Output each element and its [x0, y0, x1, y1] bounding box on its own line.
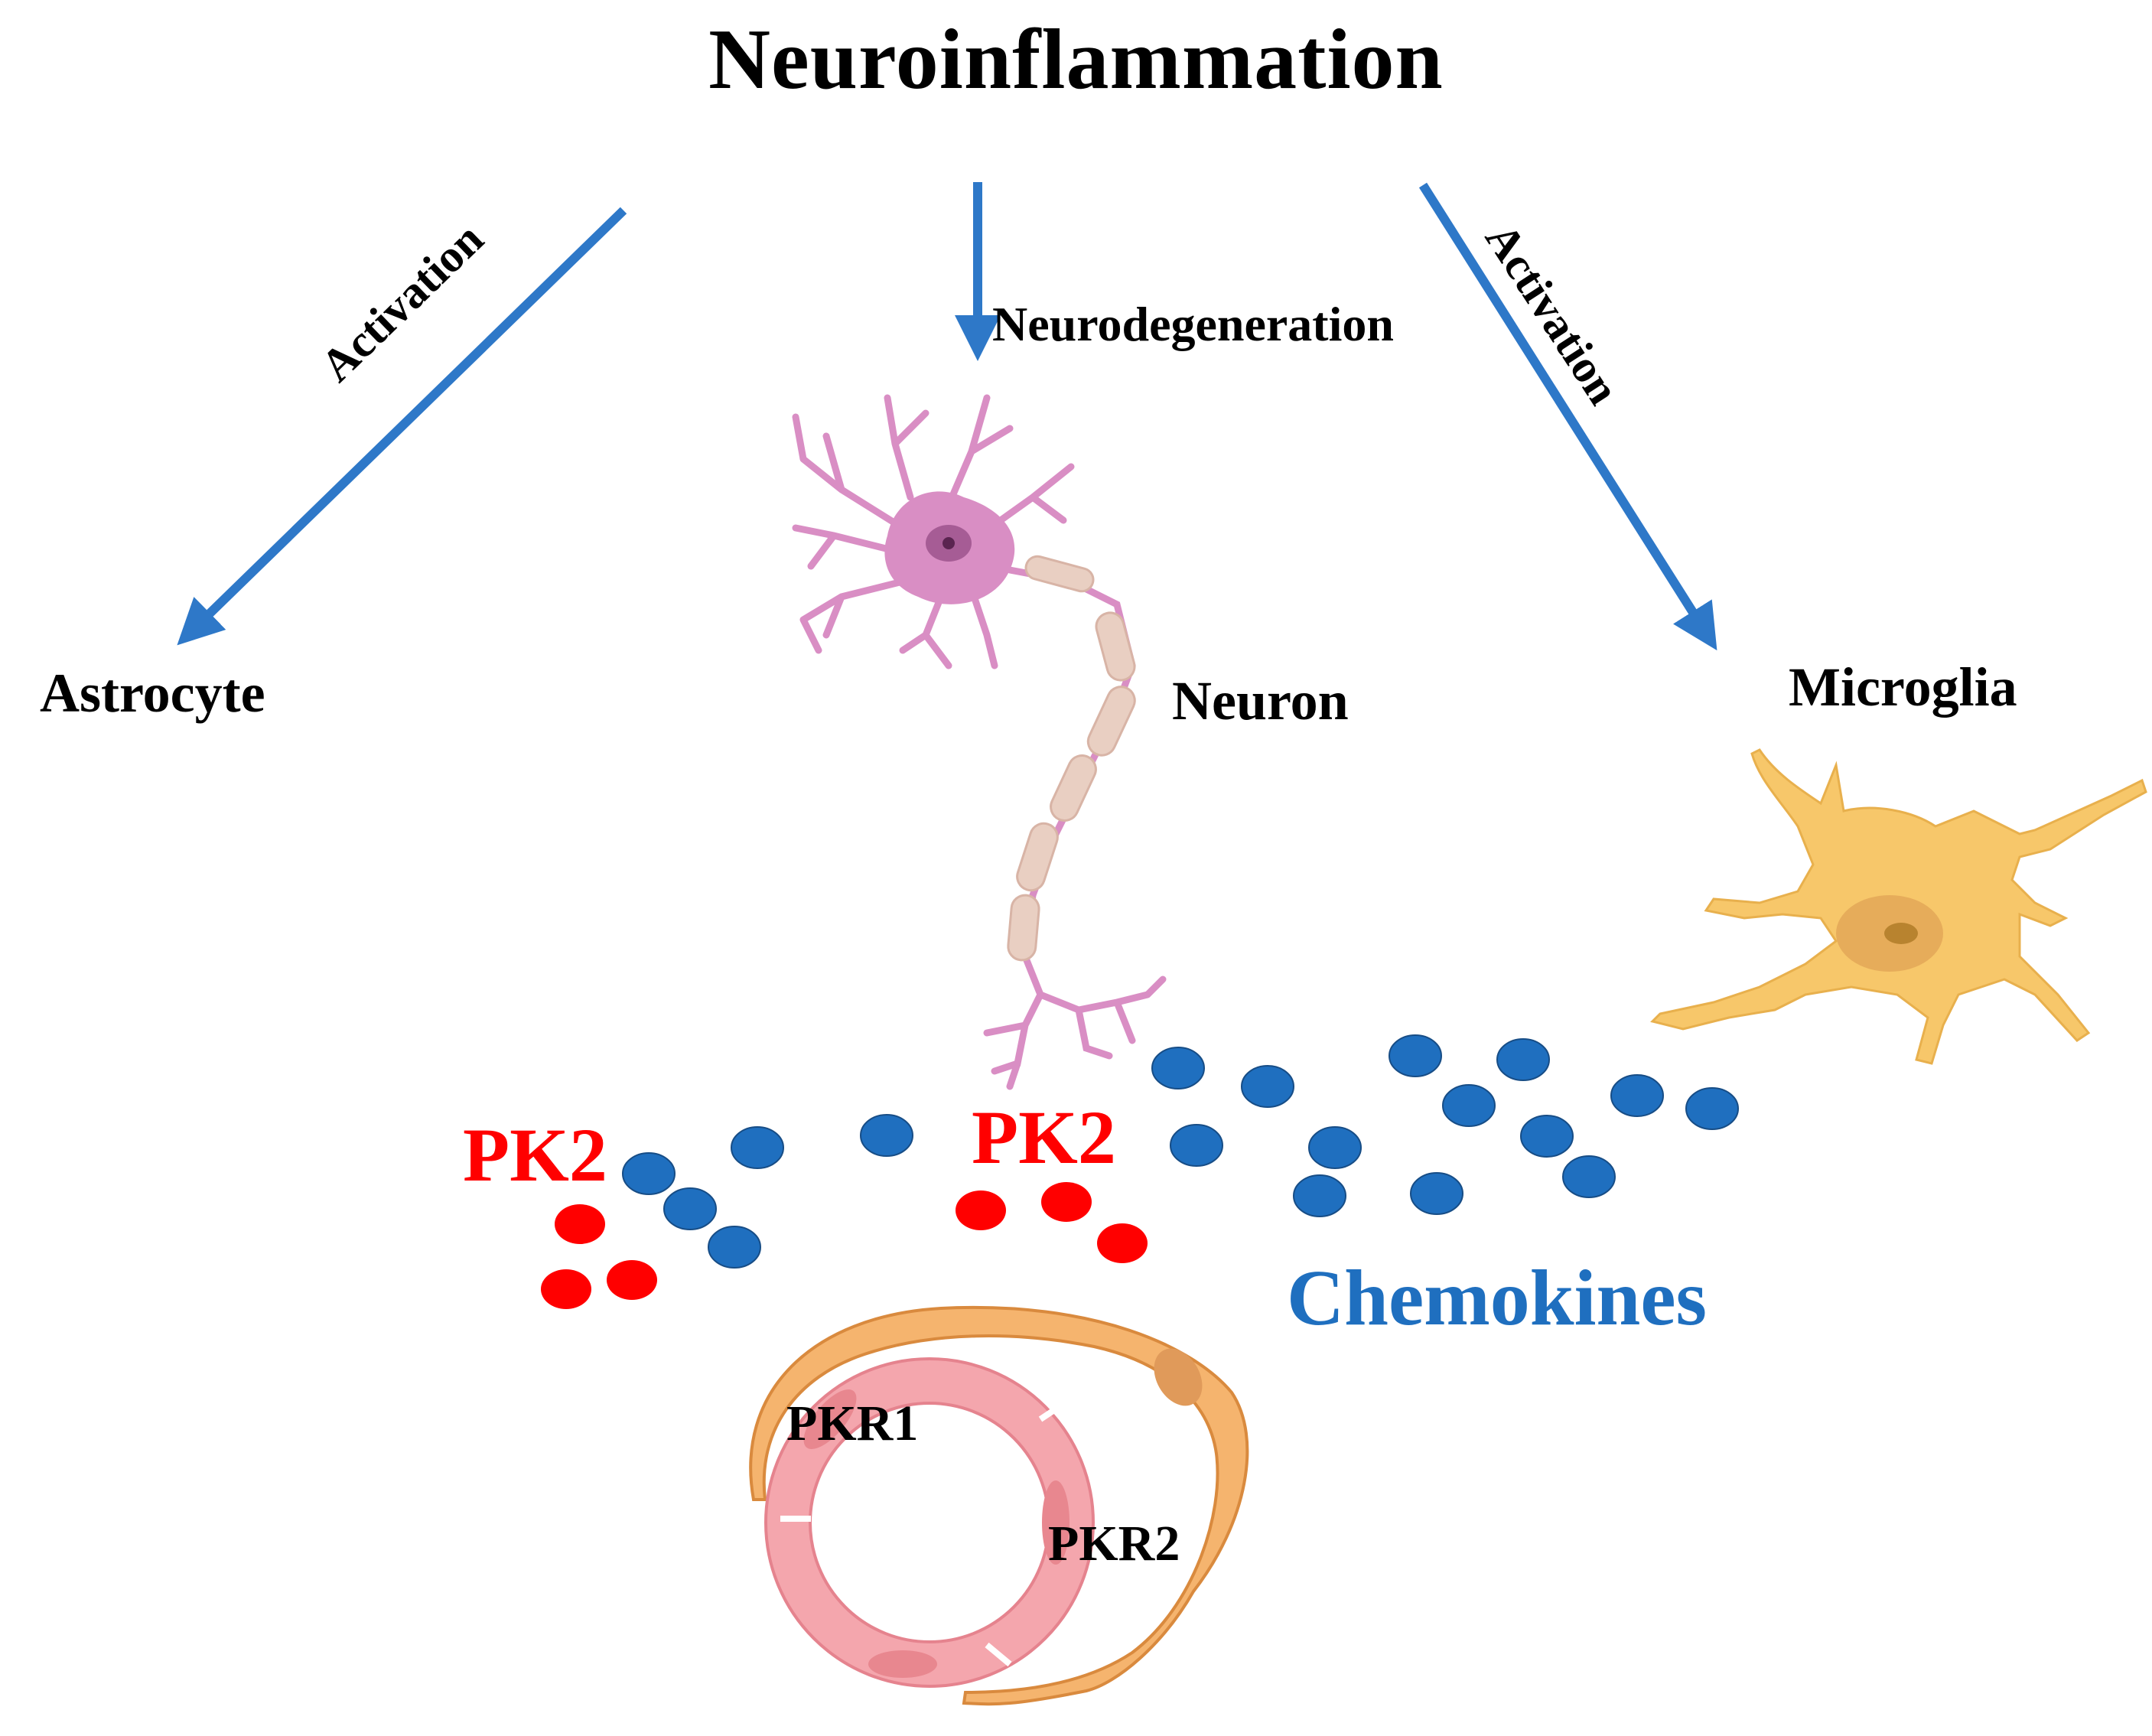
- arrow-to-microglia: [1418, 182, 1717, 651]
- microglia-label: Microglia: [1789, 656, 2017, 718]
- blood-vessel-illustration: [749, 1305, 1249, 1706]
- astrocyte-label: Astrocyte: [40, 663, 265, 724]
- chemokines-label: Chemokines: [1287, 1254, 1707, 1342]
- chemokine-dots: [622, 1034, 1739, 1269]
- pk2-label-left: PK2: [463, 1112, 607, 1197]
- neuron-label: Neuron: [1172, 670, 1349, 731]
- pk2-label-center: PK2: [972, 1095, 1116, 1180]
- neuron-illustration: [792, 394, 1167, 1090]
- pkr1-label: PKR1: [786, 1396, 919, 1451]
- arrow-to-astrocyte: [177, 207, 627, 646]
- pk2-dots: [541, 1182, 1148, 1309]
- microglia-illustration: [1650, 748, 2147, 1065]
- neurodegeneration-label: Neurodegeneration: [992, 297, 1394, 351]
- diagram-title: Neuroinflammation: [708, 12, 1444, 107]
- pkr2-label: PKR2: [1048, 1516, 1180, 1572]
